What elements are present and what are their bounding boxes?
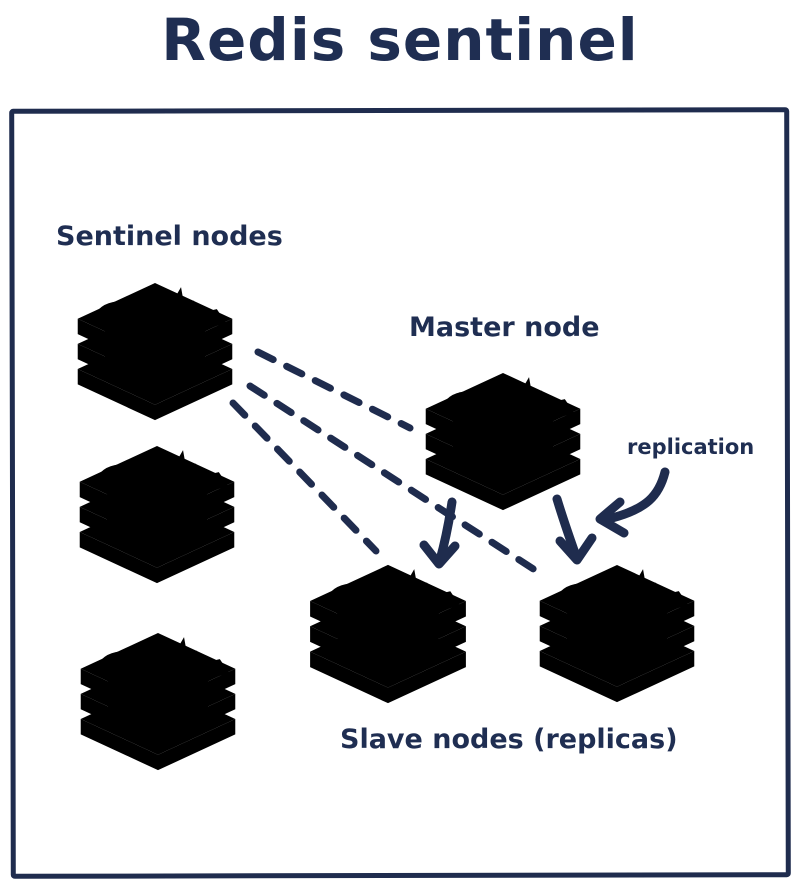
slave-node-1 xyxy=(310,564,466,704)
master-node-label: Master node xyxy=(409,312,600,343)
slave-nodes-label: Slave nodes (replicas) xyxy=(340,724,678,755)
dashed-link-sentinel1-master xyxy=(254,348,414,432)
replication-arrowhead-master-slave2 xyxy=(555,533,597,565)
sentinel-node-1 xyxy=(77,282,233,421)
replication-label: replication xyxy=(627,435,755,459)
replication-arrowhead-master-slave1 xyxy=(419,540,460,569)
dashed-link-sentinel1-slave2 xyxy=(246,382,542,576)
sentinel-nodes-label: Sentinel nodes xyxy=(56,221,283,252)
master-node xyxy=(425,372,581,511)
dashed-link-sentinel1-slave1 xyxy=(229,399,380,555)
replication-annotation-arrow xyxy=(607,467,670,523)
sentinel-node-3 xyxy=(80,632,236,771)
page-title: Redis sentinel xyxy=(161,6,639,74)
sentinel-node-2 xyxy=(79,445,235,584)
slave-node-2 xyxy=(539,564,695,703)
replication-annotation-arrowhead xyxy=(595,497,629,538)
